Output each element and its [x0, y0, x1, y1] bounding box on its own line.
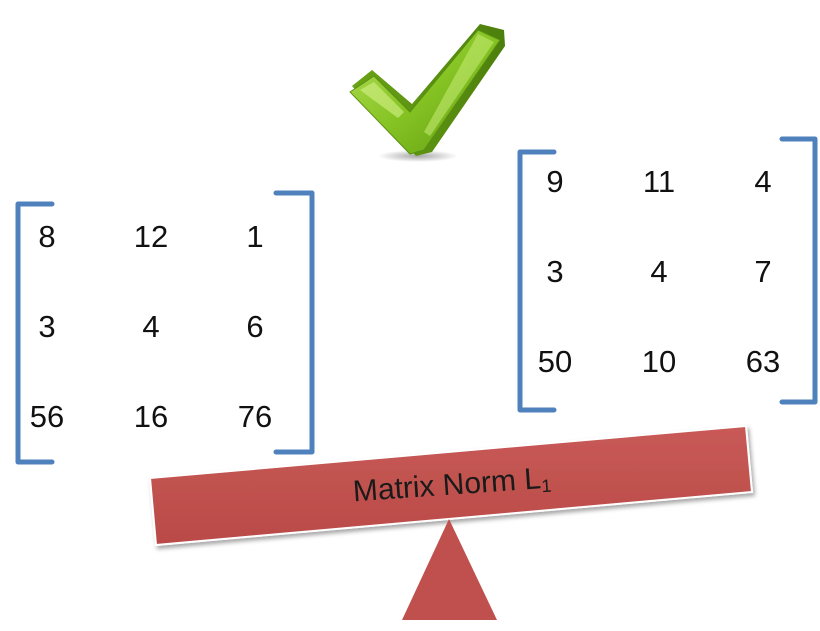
right-matrix-cell: 10: [624, 317, 694, 407]
right-matrix-cell: 4: [728, 137, 798, 227]
right-matrix-grid: 9 11 4 3 4 7 50 10 63: [520, 137, 798, 407]
right-matrix-cell: 3: [520, 227, 590, 317]
right-matrix-cell: 50: [520, 317, 590, 407]
right-matrix-cell: 4: [624, 227, 694, 317]
right-matrix-cell: 9: [520, 137, 590, 227]
right-matrix-cell: 7: [728, 227, 798, 317]
right-matrix-cell: 63: [728, 317, 798, 407]
right-matrix-cell: 11: [624, 137, 694, 227]
